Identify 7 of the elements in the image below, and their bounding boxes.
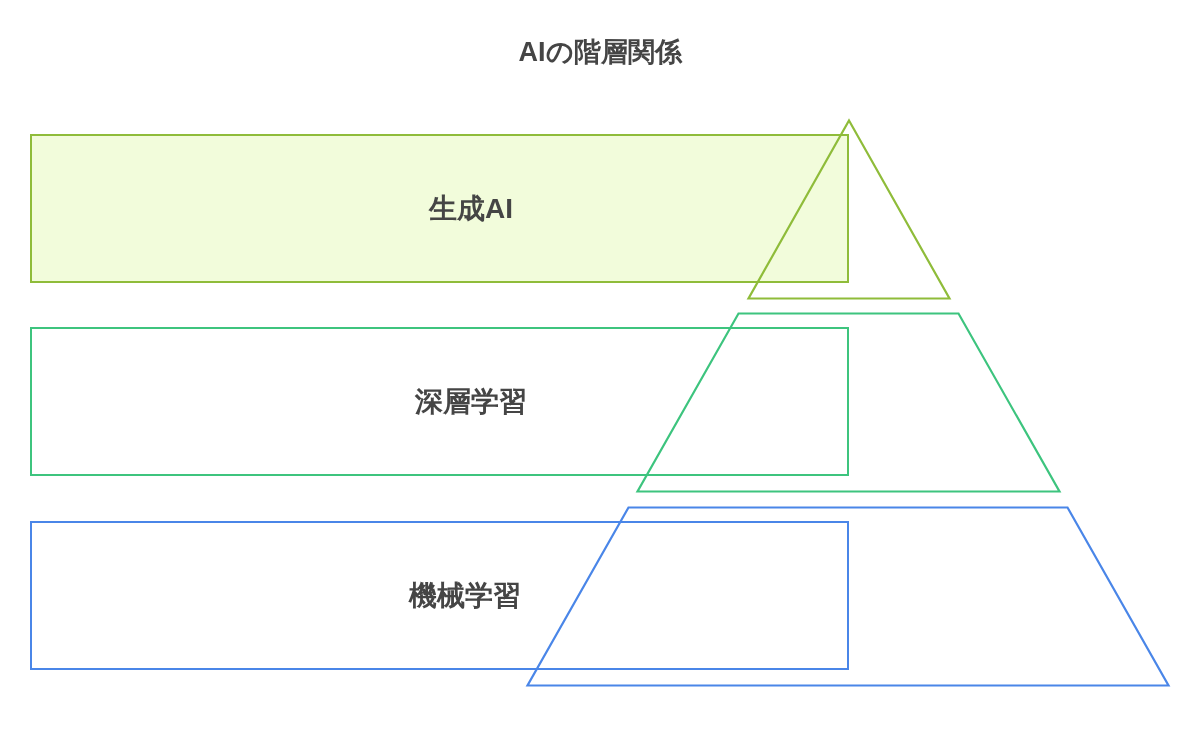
layer-label: 生成AI	[429, 191, 513, 226]
layer-box	[30, 134, 849, 283]
layer-box	[30, 327, 849, 476]
diagram-title: AIの階層関係	[517, 36, 684, 69]
layer-box	[30, 521, 849, 670]
layer-label: 深層学習	[415, 384, 527, 419]
layer-label: 機械学習	[409, 578, 521, 613]
